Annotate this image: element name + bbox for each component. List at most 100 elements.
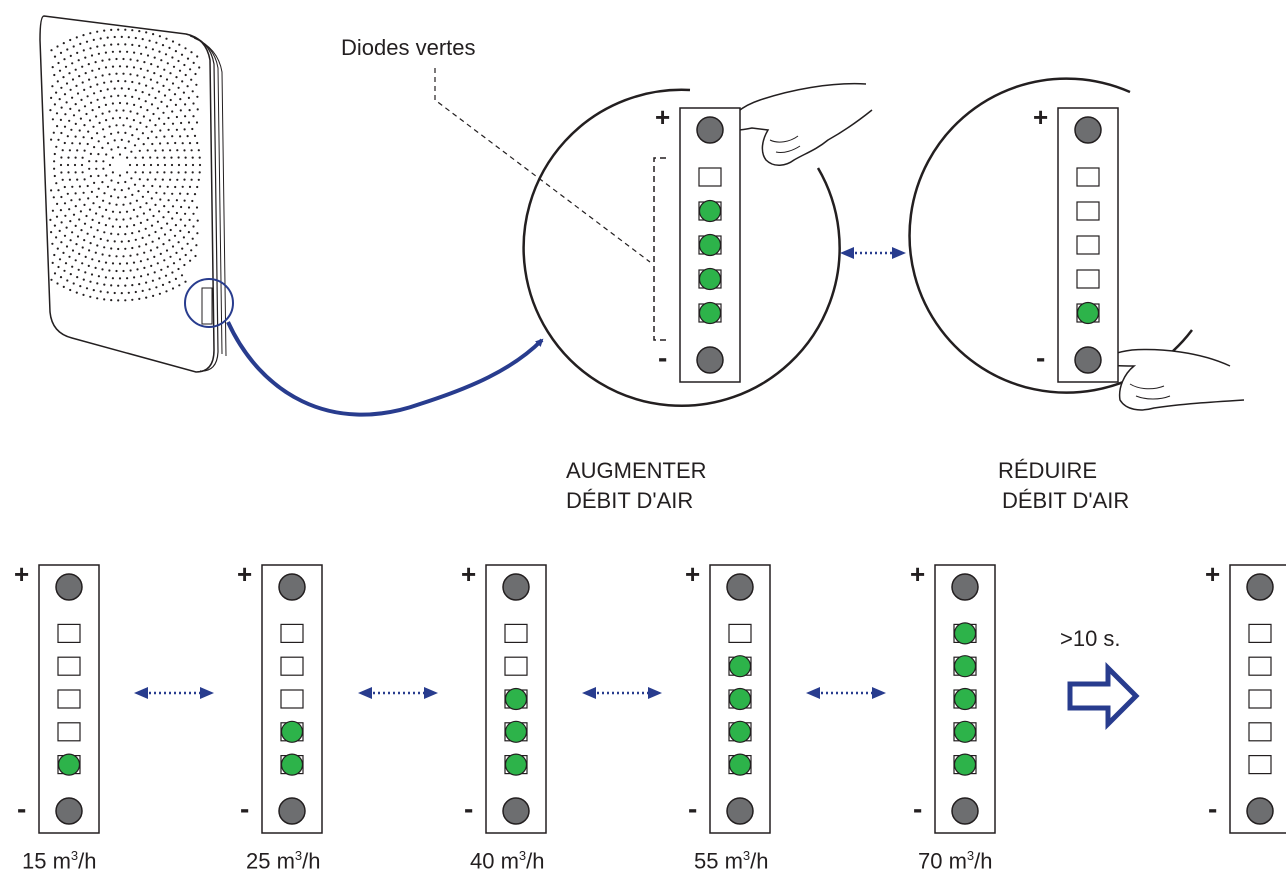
- ventilation-unit: [39, 15, 234, 373]
- plus-sign: +: [237, 559, 253, 589]
- flow-label-15: 15 m3/h: [22, 848, 97, 874]
- led-on: [698, 233, 722, 257]
- sequence-panel-40: [485, 564, 547, 834]
- plus-sign: +: [1033, 102, 1049, 132]
- led-slot: [1076, 269, 1100, 289]
- minus-sign: -: [658, 342, 668, 373]
- led-slot: [280, 623, 304, 644]
- led-slot: [1248, 689, 1272, 709]
- flow-label-40: 40 m3/h: [470, 848, 545, 874]
- sequence-panel-reset: [1229, 564, 1286, 834]
- flow-label-55: 55 m3/h: [694, 848, 769, 874]
- led-slot: [1248, 623, 1272, 644]
- minus-button[interactable]: [278, 797, 306, 825]
- flow-label-70: 70 m3/h: [918, 848, 993, 874]
- zoom-panel-reduce: [1057, 107, 1119, 383]
- led-slot: [57, 623, 81, 644]
- plus-sign: +: [14, 559, 30, 589]
- led-on: [1076, 301, 1100, 325]
- plus-button[interactable]: [951, 573, 979, 601]
- led-slot: [698, 167, 722, 187]
- sequence-panel-70: [934, 564, 996, 834]
- plus-button[interactable]: [278, 573, 306, 601]
- led-slot: [57, 689, 81, 709]
- led-on: [698, 267, 722, 291]
- led-on: [953, 687, 977, 711]
- led-on: [698, 301, 722, 325]
- minus-sign: -: [17, 793, 27, 824]
- minus-sign: -: [1036, 342, 1046, 373]
- led-slot: [1076, 167, 1100, 187]
- led-on: [57, 753, 81, 776]
- zoom-arrow: [226, 321, 544, 417]
- plus-button[interactable]: [55, 573, 83, 601]
- plus-button[interactable]: [502, 573, 530, 601]
- led-slot: [504, 656, 528, 676]
- flow-label-25: 25 m3/h: [246, 848, 321, 874]
- led-slot: [728, 623, 752, 644]
- led-slot: [57, 722, 81, 742]
- plus-sign: +: [461, 559, 477, 589]
- led-slot: [280, 656, 304, 676]
- timeout-label: >10 s.: [1060, 626, 1121, 651]
- led-on: [504, 687, 528, 711]
- double-arrow-icon: [134, 687, 214, 699]
- minus-sign: -: [240, 793, 250, 824]
- led-slot: [1248, 656, 1272, 676]
- minus-button[interactable]: [951, 797, 979, 825]
- minus-button[interactable]: [1246, 797, 1274, 825]
- led-on: [953, 720, 977, 743]
- zoom-panel-increase: [679, 107, 741, 383]
- double-arrow-icon: [358, 687, 438, 699]
- control-panel-thumbnail: [201, 287, 213, 325]
- led-on: [280, 753, 304, 776]
- minus-sign: -: [913, 793, 923, 824]
- increase-line-1: AUGMENTER: [566, 458, 707, 483]
- minus-button[interactable]: [1074, 346, 1102, 374]
- led-on: [953, 753, 977, 776]
- plus-sign: +: [910, 559, 926, 589]
- led-on: [953, 622, 977, 645]
- timeout-arrow-icon: [1067, 661, 1140, 731]
- led-on: [728, 720, 752, 743]
- diode-bracket: [653, 157, 666, 341]
- led-slot: [1248, 722, 1272, 742]
- led-on: [728, 655, 752, 678]
- plus-button[interactable]: [1246, 573, 1274, 601]
- double-arrow-icon: [840, 247, 906, 259]
- sequence-panel-15: [38, 564, 100, 834]
- minus-button[interactable]: [502, 797, 530, 825]
- led-slot: [1076, 235, 1100, 255]
- sequence-panel-25: [261, 564, 323, 834]
- minus-button[interactable]: [726, 797, 754, 825]
- plus-button[interactable]: [726, 573, 754, 601]
- led-on: [280, 720, 304, 743]
- led-slot: [1076, 201, 1100, 221]
- led-on: [504, 720, 528, 743]
- zoom-circle-reduce: [908, 77, 1193, 394]
- minus-button[interactable]: [55, 797, 83, 825]
- callout-line: [434, 68, 651, 263]
- minus-button[interactable]: [696, 346, 724, 374]
- minus-sign: -: [464, 793, 474, 824]
- plus-sign: +: [655, 102, 671, 132]
- hand-pressing-minus-icon: [1100, 348, 1245, 411]
- hand-pressing-plus-icon: [727, 82, 873, 166]
- plus-button[interactable]: [696, 116, 724, 144]
- led-on: [953, 655, 977, 678]
- callout-label: Diodes vertes: [341, 35, 476, 60]
- increase-line-2: DÉBIT D'AIR: [566, 488, 694, 513]
- led-on: [698, 199, 722, 223]
- led-slot: [504, 623, 528, 644]
- plus-sign: +: [1205, 559, 1221, 589]
- led-slot: [57, 656, 81, 676]
- led-slot: [1248, 754, 1272, 775]
- double-arrow-icon: [582, 687, 662, 699]
- plus-sign: +: [685, 559, 701, 589]
- minus-sign: -: [1208, 793, 1218, 824]
- plus-button[interactable]: [1074, 116, 1102, 144]
- reduce-line-1: RÉDUIRE: [998, 458, 1098, 483]
- led-slot: [280, 689, 304, 709]
